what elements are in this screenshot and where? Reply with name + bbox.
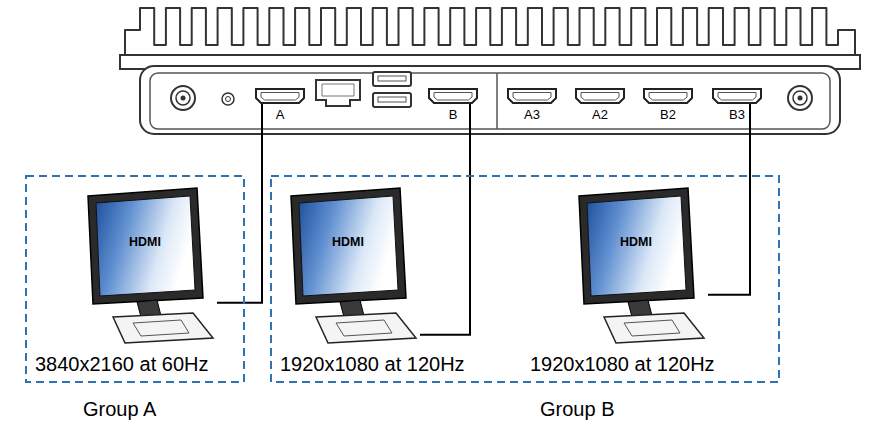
hdmi-port: A: [255, 88, 305, 104]
port-shell: [256, 89, 304, 103]
antenna-connector-pin: [181, 96, 186, 101]
port-shell: [429, 89, 477, 103]
hdmi-cable: [420, 104, 470, 335]
monitor-base: [316, 313, 416, 343]
group-label: Group B: [540, 397, 614, 421]
port-tongue: [718, 93, 756, 101]
hdmi-port: A2: [575, 88, 625, 104]
port-label: A2: [565, 107, 635, 122]
usb-port-tongue: [378, 76, 406, 81]
monitor-screen: [299, 196, 398, 296]
power-jack: [222, 93, 234, 105]
monitor-outline: [85, 186, 217, 346]
port-tongue: [581, 93, 619, 101]
usb-port-tongue: [378, 97, 406, 102]
port-label: A3: [497, 107, 567, 122]
resolution-label: 1920x1080 at 120Hz: [530, 352, 715, 376]
hdmi-port: B: [428, 88, 478, 104]
antenna-connector-ring: [793, 91, 807, 105]
hdmi-cable: [708, 104, 750, 295]
antenna-connector-pin: [798, 96, 803, 101]
hdmi-port: B3: [712, 88, 762, 104]
port-shell: [508, 89, 556, 103]
screen-label: HDMI: [300, 234, 396, 250]
panel-divider: [496, 73, 498, 129]
usb-port: [373, 72, 411, 86]
group-dashed-border: [271, 176, 779, 382]
antenna-connector: [171, 86, 195, 110]
monitor-bezel: [579, 188, 694, 304]
screen-label: HDMI: [97, 234, 193, 250]
port-tongue: [649, 93, 687, 101]
hdmi-port: A3: [507, 88, 557, 104]
hdmi-cable: [217, 104, 262, 303]
group-dashed-border: [26, 176, 244, 382]
port-outline: [712, 88, 762, 104]
monitor-base: [113, 313, 213, 343]
port-tongue: [261, 93, 299, 101]
display-group: Group AHDMI: [25, 175, 245, 383]
monitor-outline: [288, 186, 420, 346]
power-jack-pin: [226, 97, 231, 102]
display-group: Group BHDMIHDMI: [270, 175, 780, 383]
monitor-bezel: [88, 188, 203, 304]
port-label: B: [418, 107, 488, 122]
port-shell: [713, 89, 761, 103]
monitor-screen: [96, 196, 195, 296]
hdmi-port: B2: [643, 88, 693, 104]
screen-label: HDMI: [588, 234, 684, 250]
port-tongue: [513, 93, 551, 101]
usb-port: [373, 93, 411, 107]
port-label: A: [245, 107, 315, 122]
monitor-screen: [587, 196, 686, 296]
hdmi-monitor: HDMI: [576, 186, 708, 346]
resolution-label: 3840x2160 at 60Hz: [35, 352, 208, 376]
antenna-connector: [788, 86, 812, 110]
port-outline: [507, 88, 557, 104]
port-outline: [575, 88, 625, 104]
monitor-outline: [576, 186, 708, 346]
front-panel: [140, 66, 840, 134]
port-shell: [576, 89, 624, 103]
port-shell: [644, 89, 692, 103]
group-label: Group A: [83, 397, 156, 421]
hdmi-monitor: HDMI: [288, 186, 420, 346]
monitor-base-plate: [624, 320, 680, 336]
monitor-base-plate: [133, 320, 189, 336]
port-label: B3: [702, 107, 772, 122]
hdmi-monitor: HDMI: [85, 186, 217, 346]
monitor-bezel: [291, 188, 406, 304]
port-tongue: [434, 93, 472, 101]
port-label: B2: [633, 107, 703, 122]
port-outline: [255, 88, 305, 104]
monitor-base-plate: [336, 320, 392, 336]
port-outline: [643, 88, 693, 104]
monitor-base: [604, 313, 704, 343]
ethernet-port: [316, 80, 360, 106]
heat-sink-fins: [125, 8, 855, 56]
port-outline: [428, 88, 478, 104]
resolution-label: 1920x1080 at 120Hz: [280, 352, 465, 376]
panel-inset: [150, 73, 830, 129]
antenna-connector-ring: [176, 91, 190, 105]
ethernet-port-contacts: [322, 84, 354, 96]
